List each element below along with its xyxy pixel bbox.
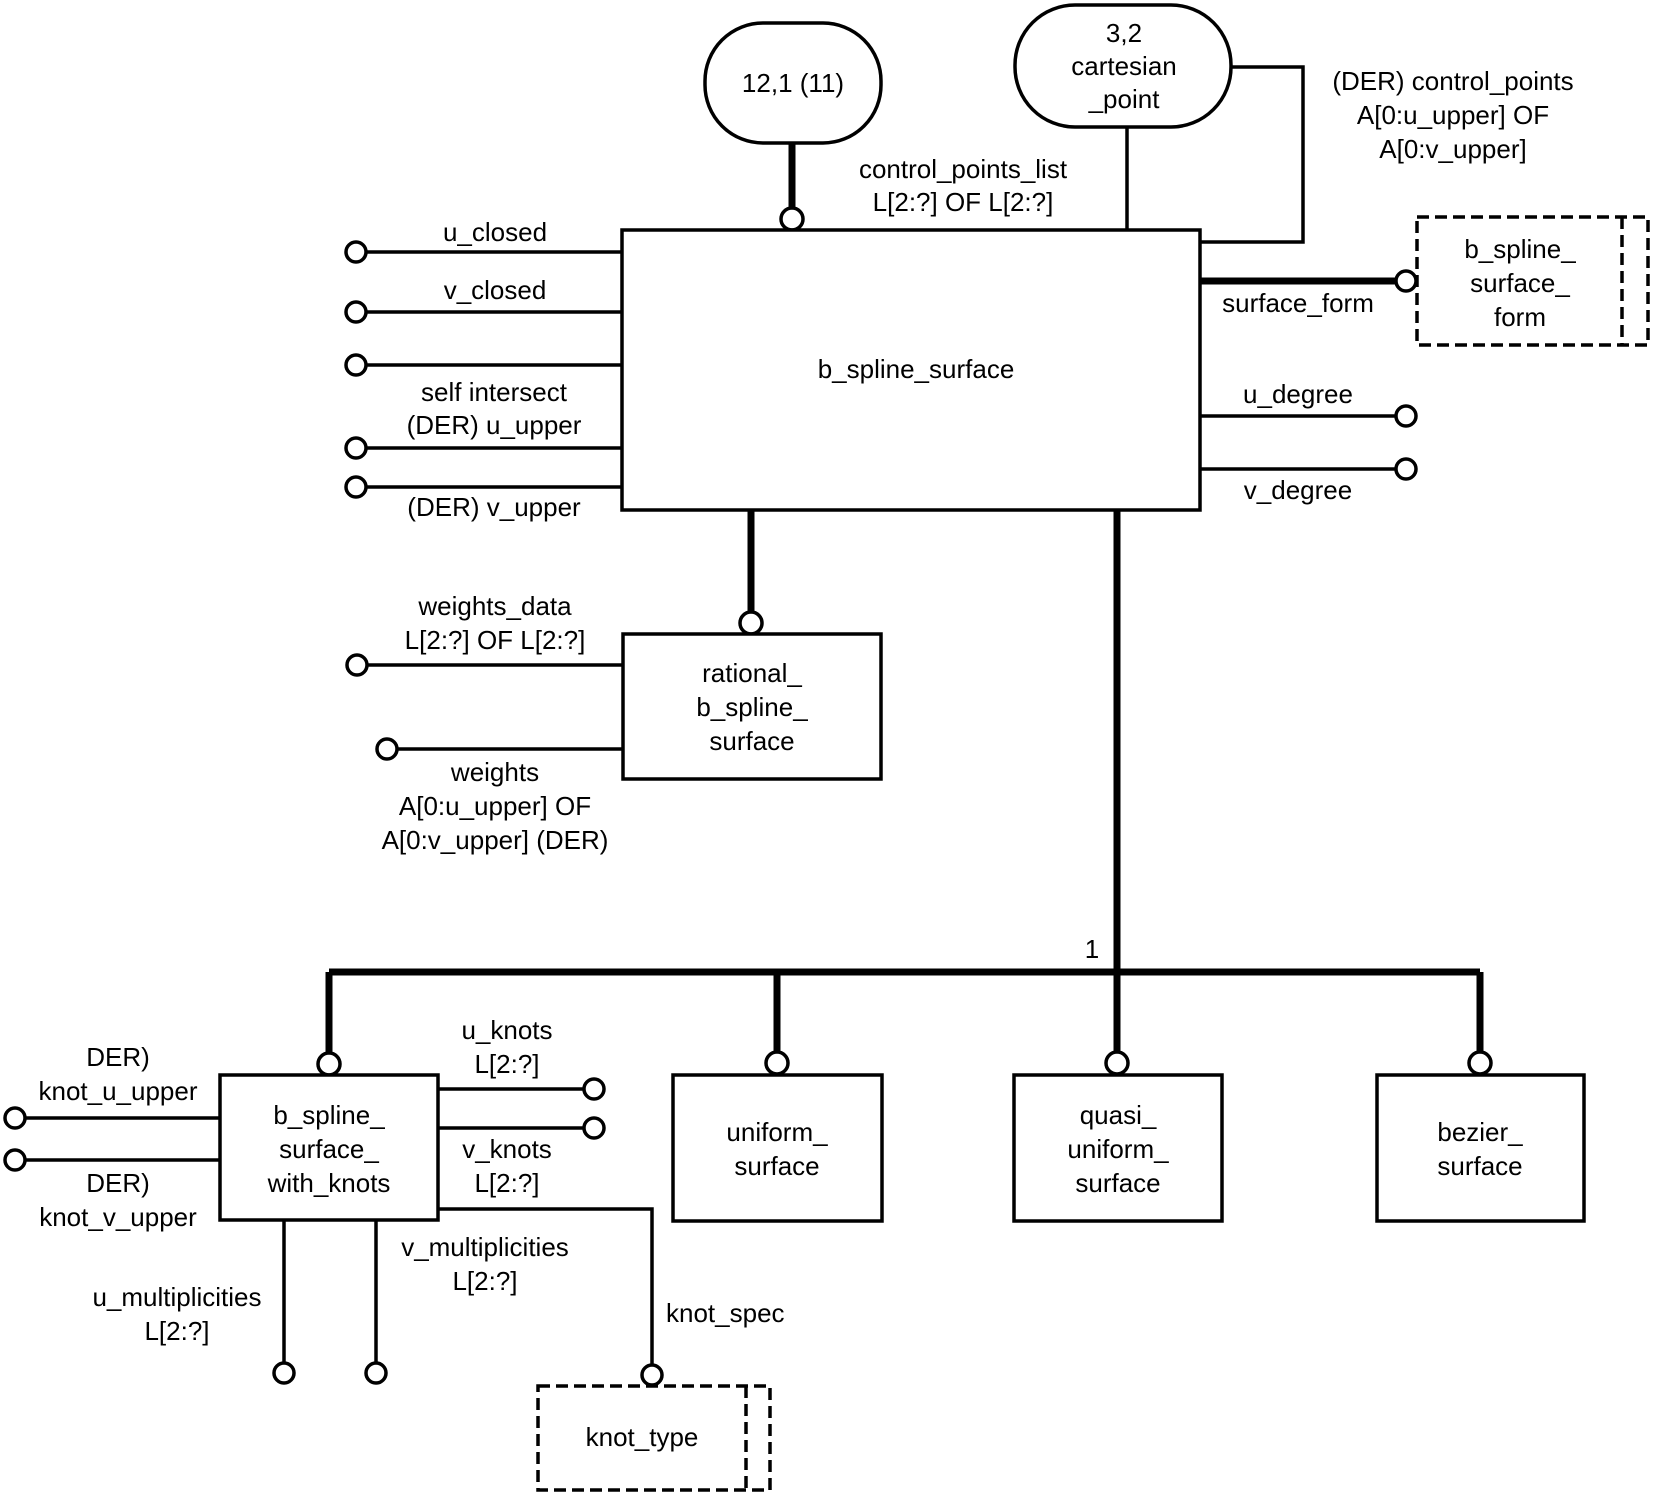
type-label-line: surface_ — [1470, 268, 1570, 298]
attr-v-closed: v_closed — [444, 275, 547, 305]
entity-label-line: b_spline_ — [696, 692, 808, 722]
attr-end-circle — [345, 653, 369, 677]
entity-label-line: rational_ — [702, 658, 802, 688]
type-label-line: b_spline_ — [1464, 234, 1576, 264]
attr-weights-type: A[0:v_upper] (DER) — [382, 825, 609, 855]
attr-surface-form: surface_form — [1222, 288, 1374, 318]
attr-u-closed: u_closed — [443, 217, 547, 247]
attr-control-points-type: A[0:u_upper] OF — [1357, 100, 1549, 130]
attr-v-upper: (DER) v_upper — [407, 492, 581, 522]
page-ref-12-1[interactable]: 12,1 (11) — [703, 21, 883, 145]
attr-v-knots-type: L[2:?] — [474, 1168, 539, 1198]
entity-label-line: uniform_ — [726, 1117, 828, 1147]
attr-control-points: (DER) control_points — [1332, 66, 1573, 96]
subtype-end-circle — [1104, 1050, 1130, 1076]
attr-end-circle — [1394, 404, 1418, 428]
attr-end-circle — [344, 300, 368, 324]
entity-uniform-surface[interactable]: uniform_ surface — [671, 1073, 884, 1223]
attr-u-upper: (DER) u_upper — [407, 410, 582, 440]
entity-label: b_spline_surface — [818, 354, 1015, 384]
attr-end-circle — [582, 1116, 606, 1140]
entity-box — [671, 1073, 884, 1223]
entity-b-spline-surface-with-knots[interactable]: b_spline_ surface_ with_knots — [218, 1073, 440, 1222]
attr-u-degree: u_degree — [1243, 379, 1353, 409]
entity-label-line: surface — [734, 1151, 819, 1181]
entity-label-line: b_spline_ — [273, 1100, 385, 1130]
attr-knot-v-upper: knot_v_upper — [39, 1202, 197, 1232]
entity-label-line: surface — [709, 726, 794, 756]
attr-end-circle — [582, 1077, 606, 1101]
attr-u-knots-type: L[2:?] — [474, 1049, 539, 1079]
type-label: knot_type — [586, 1422, 699, 1452]
knot-spec-line — [438, 1207, 654, 1364]
type-box — [1415, 215, 1650, 347]
attr-end-circle — [3, 1148, 27, 1172]
attr-knot-spec: knot_spec — [666, 1298, 785, 1328]
relationship-end-circle — [779, 206, 805, 232]
attr-end-circle — [640, 1363, 664, 1387]
attr-end-circle — [375, 737, 399, 761]
entity-bezier-surface[interactable]: bezier_ surface — [1375, 1073, 1586, 1223]
entity-box — [620, 228, 1202, 512]
attr-end-circle — [344, 240, 368, 264]
entity-box — [218, 1073, 440, 1222]
control-points-relationship — [1200, 65, 1305, 244]
attr-knot-u-upper: knot_u_upper — [38, 1076, 197, 1106]
attr-weights-data: weights_data — [417, 591, 572, 621]
attr-u-multiplicities: u_multiplicities — [92, 1282, 261, 1312]
attr-end-circle — [344, 353, 368, 377]
attr-u-knots: u_knots — [461, 1015, 552, 1045]
entity-label-line: with_knots — [267, 1168, 391, 1198]
attr-v-degree: v_degree — [1244, 475, 1352, 505]
attr-end-circle — [3, 1106, 27, 1130]
attr-v-multiplicities: v_multiplicities — [401, 1232, 569, 1262]
attr-weights-data-type: L[2:?] OF L[2:?] — [405, 625, 586, 655]
attr-end-circle — [344, 436, 368, 460]
attr-v-knots: v_knots — [462, 1134, 552, 1164]
subtype-end-circle — [1467, 1050, 1493, 1076]
attr-knot-u-upper: DER) — [86, 1042, 150, 1072]
page-ref-line: _point — [1088, 84, 1161, 114]
attr-end-circle — [364, 1361, 388, 1385]
attr-v-multiplicities-type: L[2:?] — [452, 1266, 517, 1296]
page-ref-line: cartesian — [1071, 51, 1177, 81]
page-ref-cartesian-point[interactable]: 3,2 cartesian _point — [1013, 3, 1233, 129]
entity-label-line: surface_ — [279, 1134, 379, 1164]
attr-end-circle — [1394, 457, 1418, 481]
subtype-end-circle — [316, 1051, 342, 1077]
entity-box — [1375, 1073, 1586, 1223]
entity-box — [1012, 1073, 1224, 1223]
attr-weights-type: A[0:u_upper] OF — [399, 791, 591, 821]
attr-weights: weights — [450, 757, 539, 787]
attr-control-points-type: A[0:v_upper] — [1379, 134, 1526, 164]
attr-end-circle — [344, 475, 368, 499]
entity-label-line: quasi_ — [1080, 1100, 1157, 1130]
entity-label-line: uniform_ — [1067, 1134, 1169, 1164]
entity-rational-b-spline-surface[interactable]: rational_ b_spline_ surface — [621, 632, 883, 781]
type-knot-type[interactable]: knot_type — [536, 1384, 772, 1492]
entity-label-line: surface — [1437, 1151, 1522, 1181]
attr-u-multiplicities-type: L[2:?] — [144, 1316, 209, 1346]
entity-quasi-uniform-surface[interactable]: quasi_ uniform_ surface — [1012, 1073, 1224, 1223]
type-label-line: form — [1494, 302, 1546, 332]
page-ref-label: 12,1 (11) — [742, 68, 844, 98]
attr-end-circle — [1394, 269, 1418, 293]
type-b-spline-surface-form[interactable]: b_spline_ surface_ form — [1415, 215, 1650, 347]
type-box — [536, 1384, 772, 1492]
entity-b-spline-surface[interactable]: b_spline_surface — [620, 228, 1202, 512]
subtype-end-circle — [738, 610, 764, 636]
entity-label-line: surface — [1075, 1168, 1160, 1198]
oneof-constraint-label: 1 — [1085, 934, 1099, 964]
attr-self-intersect: self intersect — [421, 377, 568, 407]
entity-label-line: bezier_ — [1437, 1117, 1523, 1147]
subtype-end-circle — [764, 1050, 790, 1076]
attr-control-points-list-type: L[2:?] OF L[2:?] — [873, 187, 1054, 217]
entity-box — [621, 632, 883, 781]
attr-knot-v-upper: DER) — [86, 1168, 150, 1198]
page-ref-line: 3,2 — [1106, 18, 1142, 48]
attr-end-circle — [272, 1361, 296, 1385]
attr-control-points-list: control_points_list — [859, 154, 1068, 184]
